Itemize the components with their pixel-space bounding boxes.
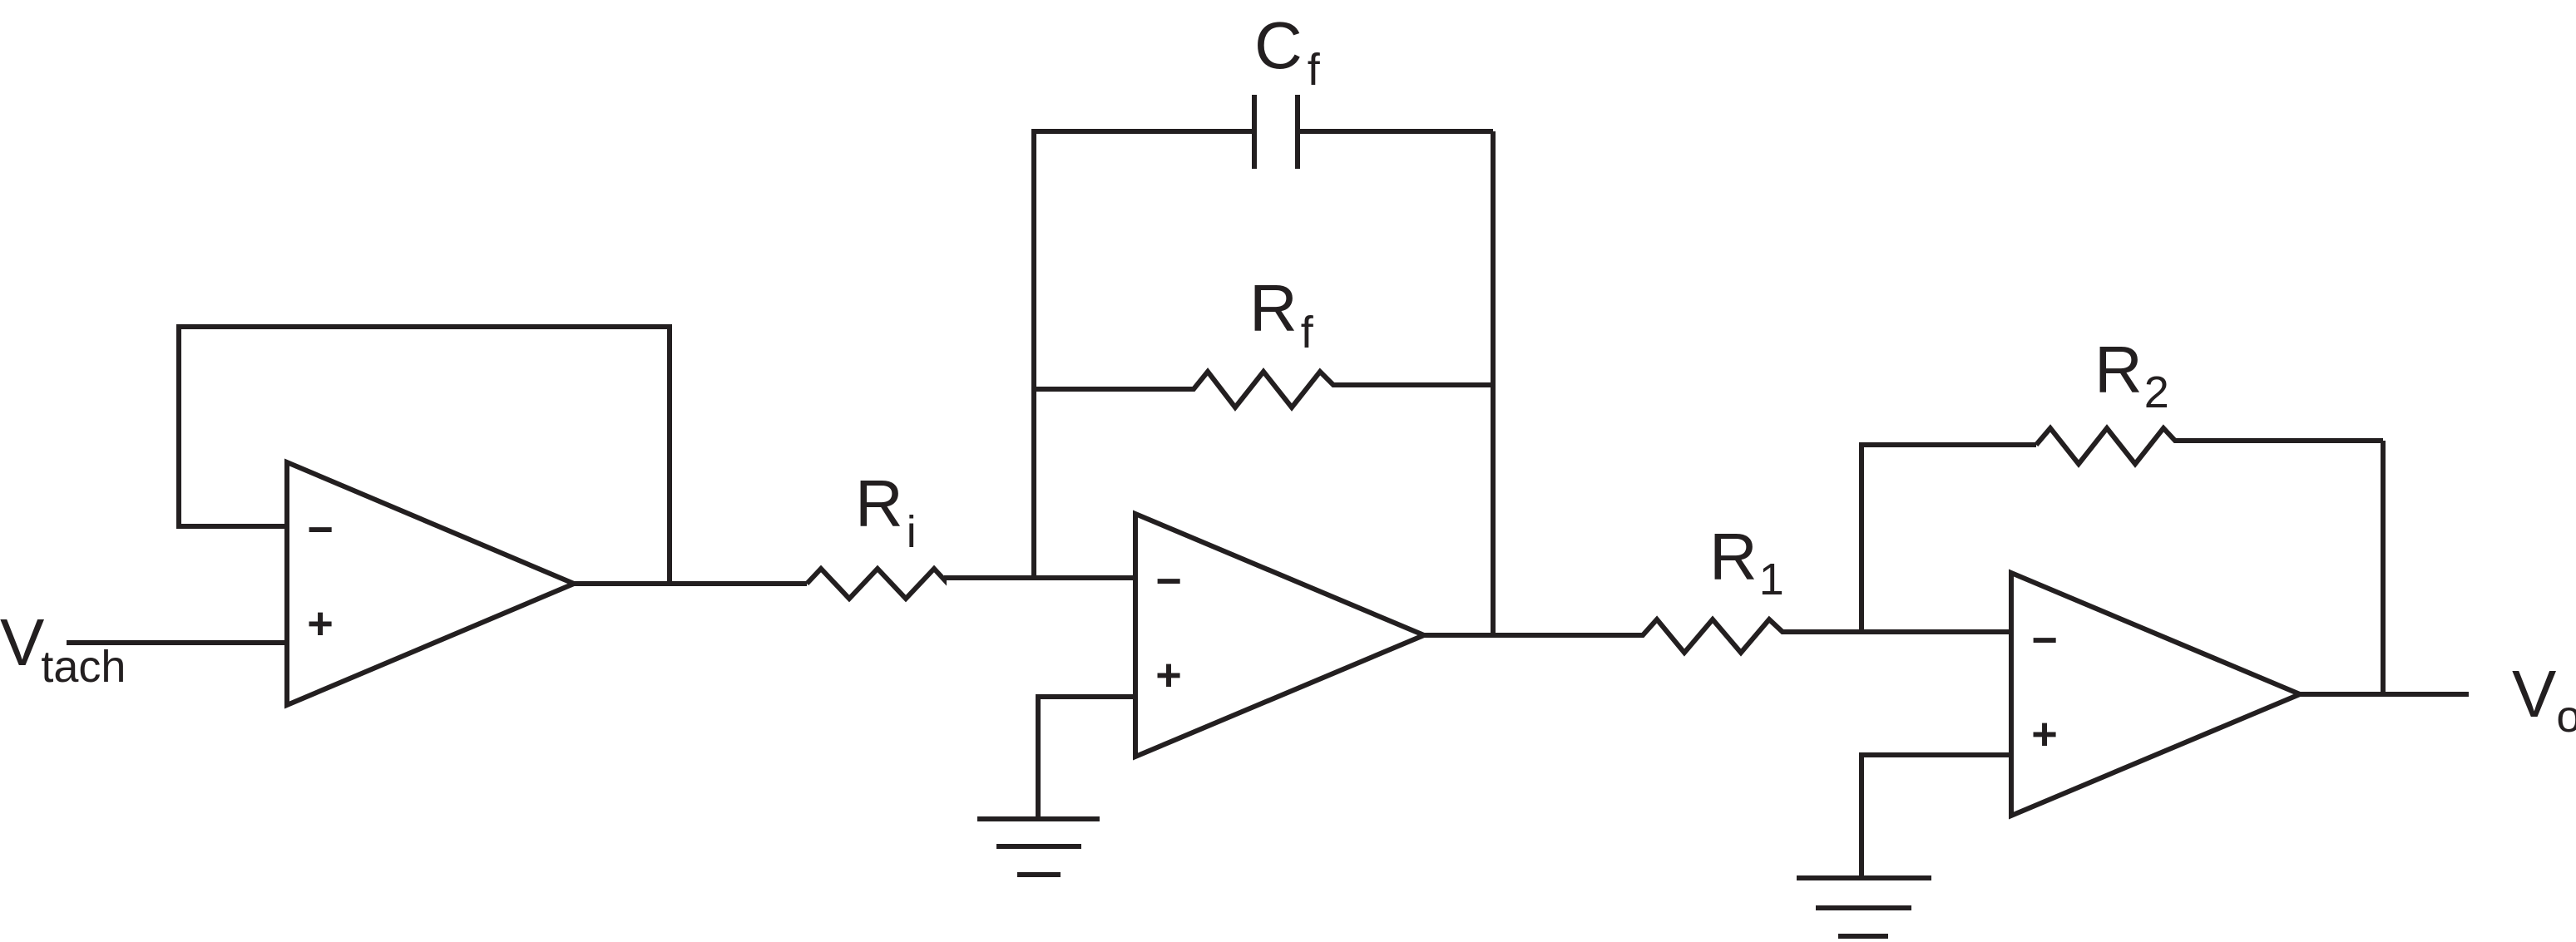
label-r1: R1 bbox=[1709, 520, 1784, 604]
label-rf: Rf bbox=[1249, 271, 1314, 358]
opamp-integrator-triangle bbox=[1133, 510, 1431, 761]
resistor-r1 bbox=[1564, 615, 2011, 657]
resistor-r2 bbox=[2034, 424, 2383, 468]
opamp-buffer-noninverting-sign: + bbox=[307, 599, 334, 649]
label-ri: Ri bbox=[855, 466, 917, 557]
opamp-integrator: − + bbox=[1133, 510, 1431, 761]
opamp-inverter-noninverting-sign: + bbox=[2031, 709, 2058, 759]
opamp-inverter: − + bbox=[2009, 569, 2307, 820]
opamp-integrator-noninverting-sign: + bbox=[1155, 650, 1182, 700]
opamp-inverter-inverting-sign: − bbox=[2031, 615, 2058, 665]
opamp-buffer-inverting-sign: − bbox=[307, 505, 334, 555]
opamp-inverter-triangle bbox=[2009, 569, 2307, 820]
integrator-ground-wire bbox=[1036, 694, 1135, 819]
ground-symbol-inverter bbox=[1797, 875, 1931, 939]
inverter-ground-wire bbox=[1859, 752, 2011, 878]
opamp-buffer: − + bbox=[284, 458, 581, 709]
resistor-rf bbox=[1034, 367, 1493, 412]
opamp-integrator-inverting-sign: − bbox=[1155, 556, 1182, 606]
label-vtach: Vtach bbox=[0, 605, 126, 692]
buffer-feedback-wire bbox=[176, 324, 672, 584]
label-r2: R2 bbox=[2094, 333, 2169, 417]
opamp-buffer-triangle bbox=[284, 458, 581, 709]
label-vo: Vo bbox=[2512, 657, 2576, 742]
r2-feedback-left-wire bbox=[1859, 442, 2036, 632]
ground-symbol-integrator bbox=[977, 816, 1100, 877]
resistor-ri bbox=[804, 565, 947, 603]
